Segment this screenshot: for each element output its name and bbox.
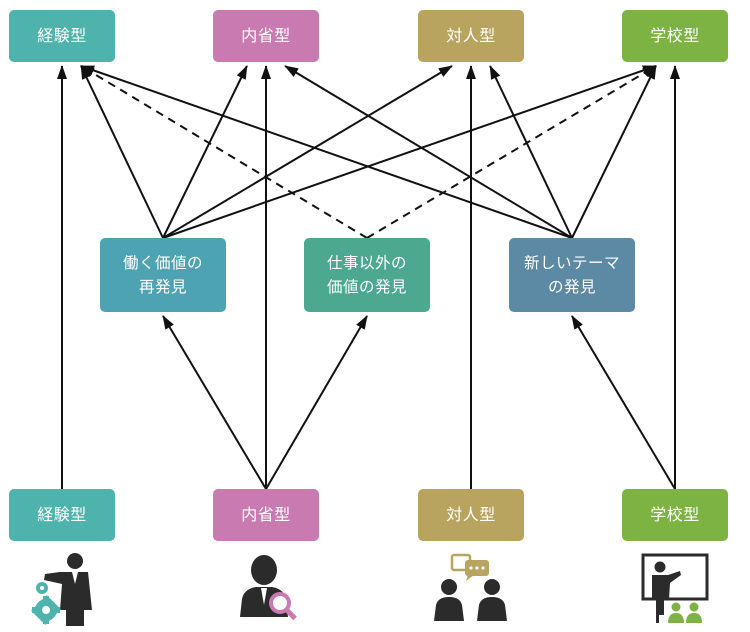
middle-node-rediscover-work-value: 働く価値の 再発見	[100, 238, 226, 312]
top-node-gakko: 学校型	[622, 10, 728, 62]
middle-node-line: 働く価値の	[122, 253, 203, 272]
arrow-middle-m1-to-top-gakko	[162, 65, 657, 239]
arrow-middle-m3-to-top-taijin	[489, 65, 573, 239]
arrow-bottom-gakko-to-middle-m3	[571, 315, 676, 490]
arrow-middle-m1-to-top-naisei	[162, 65, 248, 239]
two-people-talking-icon	[434, 553, 507, 621]
arrow-middle-m1-to-top-taijin	[162, 65, 453, 239]
presenter-with-gears-icon	[31, 553, 92, 626]
middle-node-non-work-value: 仕事以外の 価値の発見	[304, 238, 430, 312]
middle-node-new-theme: 新しいテーマ の発見	[509, 238, 635, 312]
top-node-taijin: 対人型	[418, 10, 524, 62]
top-node-label: 内省型	[241, 25, 291, 45]
bottom-node-taijin: 対人型	[418, 489, 524, 541]
teacher-at-board-icon	[641, 553, 709, 623]
person-with-magnifier-icon	[240, 555, 297, 621]
top-node-label: 対人型	[446, 25, 496, 45]
middle-node-line: 仕事以外の	[326, 253, 407, 272]
top-node-label: 学校型	[650, 25, 700, 45]
bottom-node-label: 学校型	[650, 504, 700, 524]
middle-node-line: 再発見	[138, 278, 187, 296]
bottom-node-naisei: 内省型	[213, 489, 319, 541]
bottom-node-label: 対人型	[446, 504, 496, 524]
top-node-keiken: 経験型	[9, 10, 115, 62]
arrow-middle-m1-to-top-keiken	[80, 65, 164, 239]
middle-node-line: 新しいテーマ	[523, 253, 620, 272]
arrow-bottom-naisei-to-middle-m2	[265, 315, 368, 490]
arrow-middle-m3-to-top-naisei	[284, 65, 573, 239]
top-node-label: 経験型	[37, 25, 87, 45]
bottom-node-label: 内省型	[241, 504, 291, 524]
bottom-node-label: 経験型	[37, 504, 87, 524]
arrow-bottom-naisei-to-middle-m1	[162, 315, 267, 490]
bottom-node-keiken: 経験型	[9, 489, 115, 541]
bottom-node-gakko: 学校型	[622, 489, 728, 541]
arrow-middle-m2-to-top-gakko	[366, 65, 657, 239]
arrow-middle-m3-to-top-keiken	[80, 65, 573, 239]
middle-node-line: 価値の発見	[326, 278, 407, 296]
arrow-middle-m3-to-top-gakko	[571, 65, 657, 239]
middle-node-line: の発見	[547, 278, 596, 296]
top-node-naisei: 内省型	[213, 10, 319, 62]
